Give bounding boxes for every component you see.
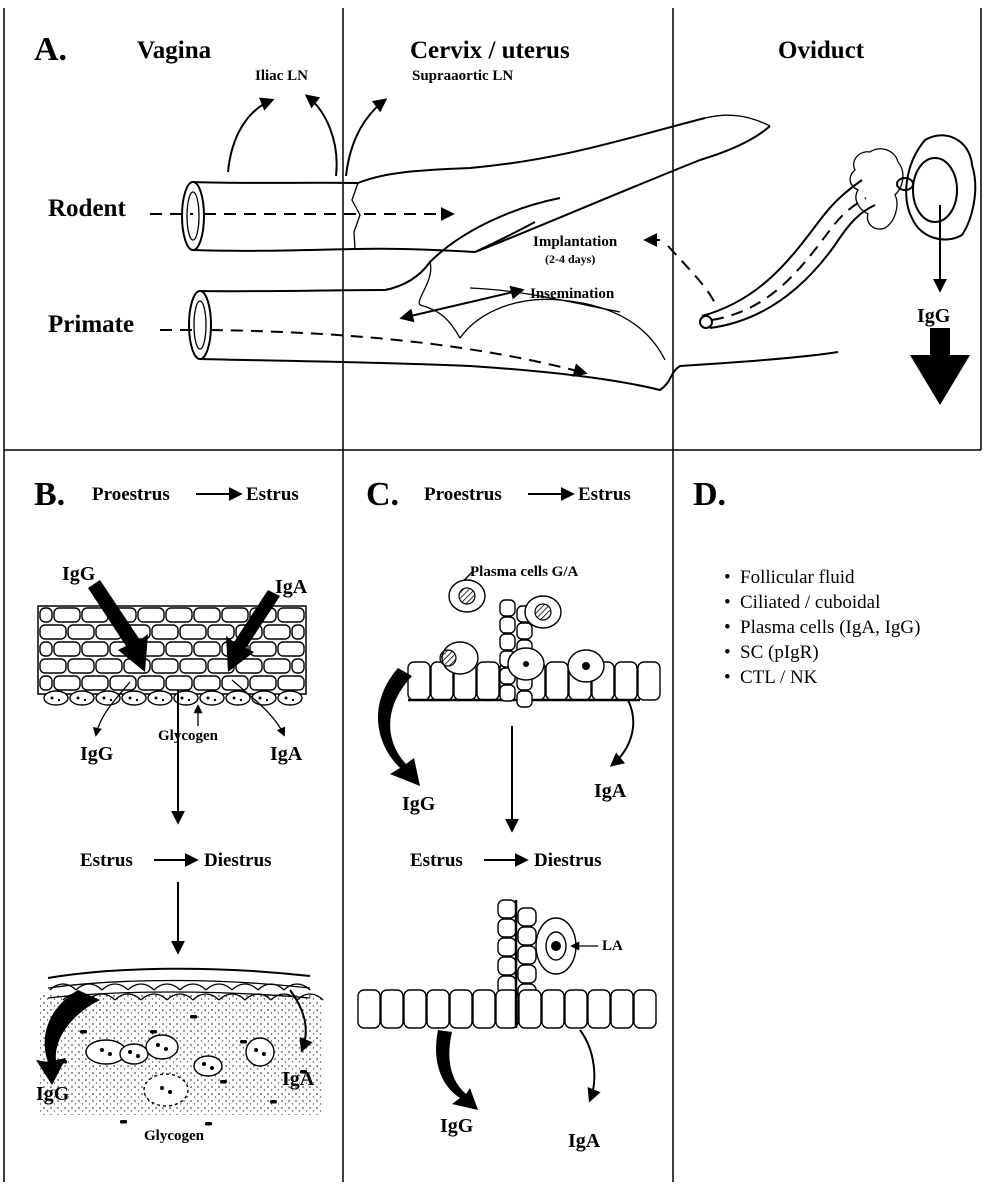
oviduct-igg-label: IgG: [917, 305, 951, 327]
panel-b-phase2-from: Estrus: [80, 850, 133, 871]
panel-b-phase1-to: Estrus: [246, 484, 299, 505]
panel-c-iga-label: IgA: [594, 780, 627, 802]
implantation-label: Implantation: [533, 234, 618, 250]
panel-c-phase1-to: Estrus: [578, 484, 631, 505]
panel-d-item: Ciliated / cuboidal: [740, 592, 880, 613]
iga-low-label: IgA: [282, 1068, 315, 1090]
primate-label: Primate: [48, 311, 134, 338]
panel-d-bullet: •: [724, 642, 731, 663]
panel-d: D. • Follicular fluid • Ciliated / cuboidal…: [693, 476, 920, 688]
panel-d-item: Plasma cells (IgA, IgG): [740, 617, 920, 638]
iga-out-label: IgA: [270, 743, 303, 765]
supraaortic-ln-arrow: [346, 100, 385, 176]
oviduct-drawing: [700, 135, 975, 328]
panel-d-item: SC (pIgR): [740, 642, 819, 663]
column-oviduct-label: Oviduct: [778, 37, 865, 64]
panel-d-list: • Follicular fluid • Ciliated / cuboidal • Pl…: [724, 567, 920, 688]
panel-d-item: CTL / NK: [740, 667, 818, 688]
iliac-ln-label: Iliac LN: [255, 68, 308, 84]
iliac-ln-arrow-right: [307, 96, 337, 176]
plasma-cells-label: Plasma cells G/A: [470, 564, 578, 580]
column-cervix-uterus-label: Cervix / uterus: [410, 37, 570, 64]
panel-c-phase2-to: Diestrus: [534, 850, 602, 871]
oviduct-big-arrow: [910, 328, 970, 405]
iliac-ln-arrow-left: [228, 100, 272, 172]
panel-b-letter: B.: [34, 476, 65, 513]
implantation-days-label: (2-4 days): [545, 252, 595, 266]
panel-d-bullet: •: [724, 617, 731, 638]
igg-out-label: IgG: [80, 743, 114, 765]
insemination-label: Insemination: [530, 286, 615, 302]
panel-b: B. Proestrus Estrus IgG IgA IgG IgA Glyc…: [34, 476, 323, 1144]
panel-c-phase1-from: Proestrus: [424, 484, 502, 505]
igg-low-label: IgG: [36, 1083, 70, 1105]
panel-c-letter: C.: [366, 476, 399, 513]
glycogen-low-label: Glycogen: [144, 1128, 205, 1144]
panel-c-igg-low-label: IgG: [440, 1115, 474, 1137]
panel-c-igg-low-arrow: [436, 1030, 478, 1110]
primate-tract: [189, 198, 838, 390]
rodent-tract: [182, 115, 770, 252]
glycogen-label: Glycogen: [158, 728, 219, 744]
vaginal-epithelium-upper: [38, 606, 306, 705]
panel-c: C. Proestrus Estrus Plasma cells G/A IgG…: [358, 476, 660, 1152]
panel-a: A. Vagina Cervix / uterus Oviduct Iliac …: [34, 31, 975, 405]
iga-in-label: IgA: [275, 576, 308, 598]
uterine-epithelium-lower: [358, 900, 656, 1028]
uterine-epithelium-upper: [408, 580, 660, 707]
panel-b-phase2-to: Diestrus: [204, 850, 272, 871]
column-vagina-label: Vagina: [137, 37, 212, 64]
panel-c-iga-low-label: IgA: [568, 1130, 601, 1152]
panel-b-phase1-from: Proestrus: [92, 484, 170, 505]
panel-d-bullet: •: [724, 667, 731, 688]
panel-c-igg-label: IgG: [402, 793, 436, 815]
panel-d-bullet: •: [724, 567, 731, 588]
igg-in-label: IgG: [62, 563, 96, 585]
panel-c-phase2-from: Estrus: [410, 850, 463, 871]
panel-d-letter: D.: [693, 476, 726, 513]
rodent-label: Rodent: [48, 195, 126, 222]
la-label: LA: [602, 938, 623, 954]
panel-d-item: Follicular fluid: [740, 567, 855, 588]
panel-a-letter: A.: [34, 31, 67, 68]
panel-d-bullet: •: [724, 592, 731, 613]
supraaortic-ln-label: Supraaortic LN: [412, 68, 513, 84]
